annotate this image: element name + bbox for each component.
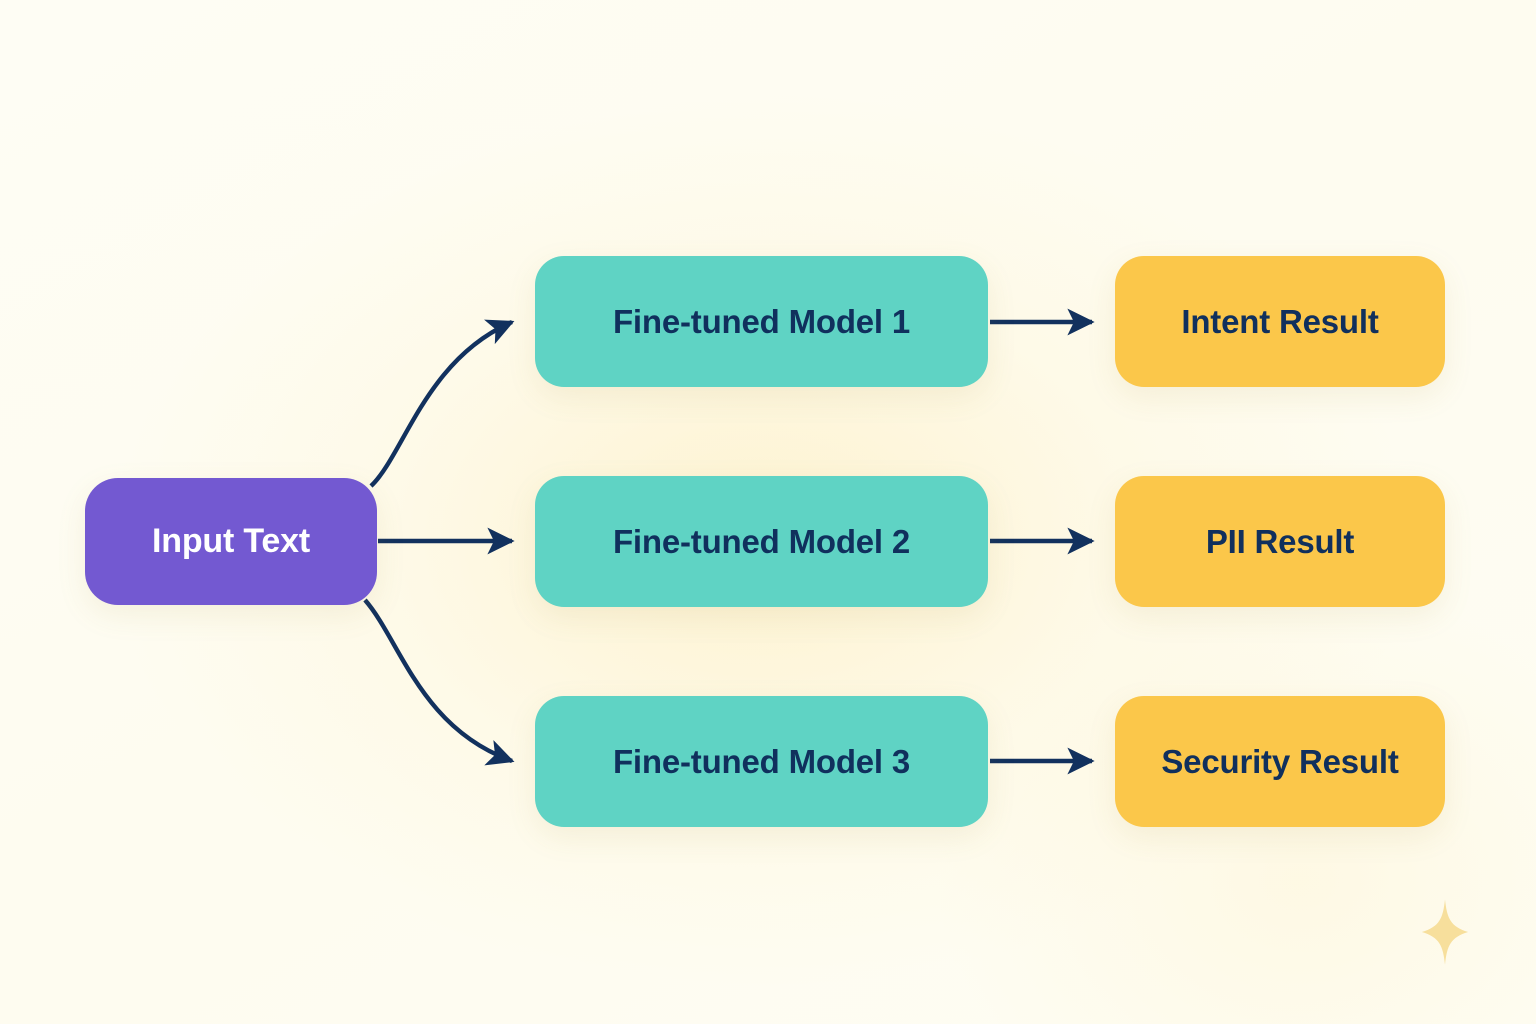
node-fine-tuned-model-2[interactable]: Fine-tuned Model 2 [535, 476, 988, 607]
node-intent-result-label: Intent Result [1181, 302, 1379, 340]
node-fine-tuned-model-3[interactable]: Fine-tuned Model 3 [535, 696, 988, 827]
node-intent-result[interactable]: Intent Result [1115, 256, 1445, 387]
node-pii-result[interactable]: PII Result [1115, 476, 1445, 607]
node-fine-tuned-model-1-label: Fine-tuned Model 1 [612, 302, 911, 340]
node-fine-tuned-model-1[interactable]: Fine-tuned Model 1 [535, 256, 988, 387]
node-input-text[interactable]: Input Text [85, 478, 377, 605]
node-fine-tuned-model-2-label: Fine-tuned Model 2 [612, 522, 911, 560]
edge-input-to-model-3 [363, 598, 515, 766]
node-pii-result-label: PII Result [1205, 522, 1355, 560]
edge-input-to-model-1 [369, 319, 515, 488]
node-security-result-label: Security Result [1161, 742, 1399, 780]
node-security-result[interactable]: Security Result [1115, 696, 1445, 827]
node-input-text-label: Input Text [152, 521, 310, 560]
node-fine-tuned-model-3-label: Fine-tuned Model 3 [612, 742, 911, 780]
sparkle-four-point-star-icon [1421, 899, 1469, 965]
